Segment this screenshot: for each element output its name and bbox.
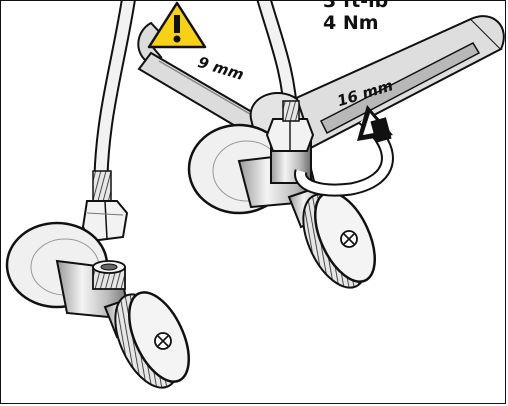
left-hose: [93, 1, 136, 184]
torque-imperial-label: 3 ft-lb: [323, 0, 389, 12]
left-valve: [5, 221, 190, 389]
torque-metric-label: 4 Nm: [323, 12, 379, 34]
right-valve: [187, 100, 376, 289]
left-hose-nut: [81, 170, 129, 243]
rotation-arrow-icon: [294, 105, 394, 197]
warning-triangle-icon: [147, 1, 207, 49]
